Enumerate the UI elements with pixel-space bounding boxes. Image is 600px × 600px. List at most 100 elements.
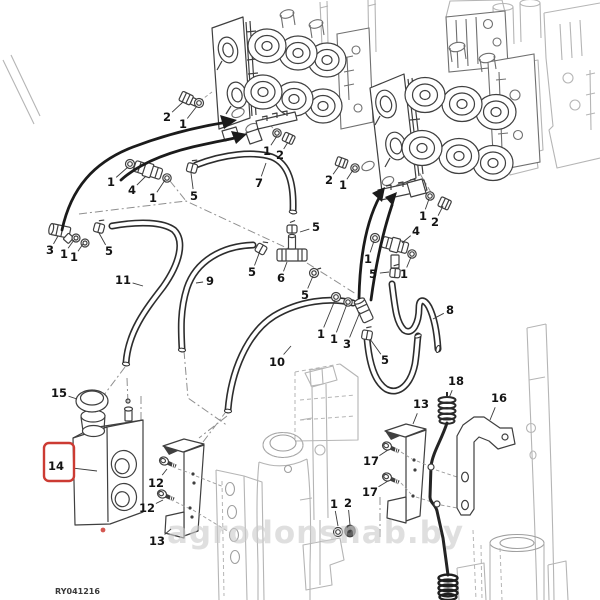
part-callout-1: 1 [60,247,68,261]
part-callout-10: 10 [269,355,285,369]
callout-leader-35 [68,395,78,400]
flow-arrows [60,115,397,302]
valve-left-spool-bellows [243,28,347,124]
callout-leader-6 [156,179,166,193]
o-ring [343,297,353,307]
plug-fitting [178,90,199,107]
hose-7 [192,150,298,215]
filler-neck [80,409,106,438]
valve-assembly-left [211,9,374,145]
part-callout-12: 12 [148,476,164,490]
o-ring [369,232,381,244]
valve-right-top-ports [448,41,497,73]
screw-alignment-dashes [175,451,458,533]
o-ring [193,97,205,109]
part-callout-5: 5 [190,189,198,203]
vent-nipple [123,398,134,422]
part-callout-8: 8 [446,303,454,317]
part-callout-5: 5 [105,244,113,258]
part-callout-1: 1 [400,267,408,281]
part-callout-1: 1 [149,191,157,205]
callout-leader-27 [195,281,204,284]
o-ring [407,249,417,259]
callout-leader-25 [98,232,106,246]
bracket-dart [163,446,178,455]
screws-17 [381,441,400,485]
callout-leader-21 [307,275,314,289]
callout-leader-28 [283,345,292,355]
fittings [48,90,452,538]
callout-leader-20 [283,261,288,272]
callout-leader-43 [379,449,389,456]
part-callout-13: 13 [413,397,429,411]
callout-leader-36 [73,467,98,472]
arrowhead [372,187,385,202]
valve-assembly-right [361,0,541,201]
callout-leader-11 [424,198,430,210]
callout-leader-24 [77,243,84,252]
o-ring [332,526,344,538]
part-callout-1: 1 [70,250,78,264]
part-callout-16: 16 [491,391,507,405]
part-callout-3: 3 [343,337,351,351]
part-callout-2: 2 [325,173,333,187]
mounting-bracket-16 [456,416,516,516]
callout-leader-41 [489,407,496,421]
o-ring [80,238,90,248]
callout-leader-1 [186,105,198,119]
part-callout-3: 3 [46,243,54,257]
callout-leader-9 [332,165,340,175]
tank-port [110,449,138,479]
plug-fitting [334,156,349,169]
screws-12 [156,456,177,502]
hose-clamp [308,267,322,279]
hose-clamp [185,159,199,174]
part-callout-4: 4 [128,183,136,197]
callout-leader-3 [283,141,289,150]
callout-leader-2 [270,135,278,146]
callout-leader-44 [378,480,389,488]
callout-leader-40 [448,390,453,399]
o-ring [272,128,282,138]
plug-fitting [344,524,356,538]
callout-leader-33 [334,510,339,527]
part-callout-2: 2 [276,148,284,162]
arrowhead [385,192,397,206]
callout-leader-10 [346,169,354,180]
callout-leader-14 [369,240,375,253]
filler-cap-15 [75,389,109,413]
part-callout-1: 1 [179,117,187,131]
bracket-13-right [384,423,427,524]
hose-10 [223,296,357,414]
part-callout-1: 1 [330,497,338,511]
hose-clamp [361,326,373,341]
union-fitting-4 [380,236,410,254]
callout-leader-0 [171,101,184,113]
callout-leader-26 [132,282,144,287]
rod-pin [433,500,441,508]
highlight-box-part-14 [42,441,76,483]
o-ring [330,291,342,303]
hose-11 [108,219,184,367]
valve-left-top-ports [279,9,325,39]
callout-leader-17 [432,312,445,320]
spring-rod-18 [427,392,459,600]
watermark-text: agrodonsnab.by [167,515,464,551]
callout-leader-4 [115,166,129,178]
o-ring [124,158,136,170]
callout-leader-39 [164,528,172,535]
bracket-dart [385,431,400,440]
part-callout-14: 14 [48,459,64,473]
part-callout-7: 7 [255,176,263,190]
callout-leader-38 [155,499,164,504]
part-callout-2: 2 [163,110,171,124]
part-callout-17: 17 [362,485,378,499]
dipstick-rod [428,421,450,577]
arrowhead [220,115,237,129]
part-callout-1: 1 [364,252,372,266]
tank-port [110,482,138,512]
plug-fitting [437,196,452,211]
part-callout-5: 5 [381,353,389,367]
part-callout-5: 5 [248,265,256,279]
o-ring [425,191,435,201]
